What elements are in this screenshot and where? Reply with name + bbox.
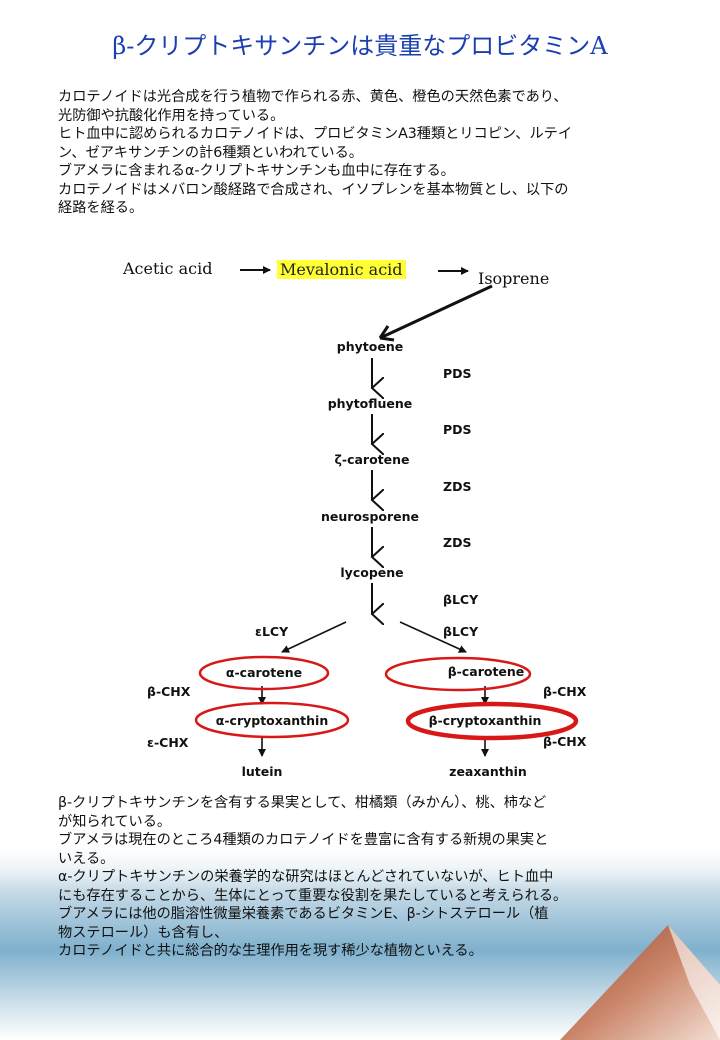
page-title: β-クリプトキサンチンは貴重なプロビタミンA [112,32,608,60]
alpha-cryptoxanthin-label: α-cryptoxanthin [215,713,329,728]
enzyme-blcy-label: βLCY [443,624,479,639]
circle-alpha-cryptoxanthin [194,701,350,739]
lycopene-label: lycopene [340,565,404,580]
closing-line: ブアメラは現在のところ4種類のカロテノイドを豊富に含有する新規の果実と [58,832,549,848]
beta-carotene-label: β-carotene [447,664,525,679]
intro-line: 光防御や抗酸化作用を持っている。 [58,107,285,124]
enzyme-bchx-label: β-CHX [543,684,587,699]
circle-alpha-carotene [198,655,330,691]
enzyme-bchx-label: β-CHX [147,684,191,699]
enzyme-elcy-label: εLCY [255,624,289,639]
arrow-branch-left [281,621,347,653]
intro-line: カロテノイドはメバロン酸経路で合成され、イソプレンを基本物質とし、以下の [58,181,569,198]
closing-line: ブアメラには他の脂溶性微量栄養素であるビタミンE、β-シトステロール（植 [58,906,549,922]
closing-line: が知られている。 [58,813,172,830]
intro-line: カロテノイドは光合成を行う植物で作られる赤、黄色、橙色の天然色素であり、 [58,89,568,105]
enzyme-pds-label: PDS [443,422,472,437]
zeaxanthin-label: zeaxanthin [449,764,527,779]
mevalonic-acid-label: Mevalonic acid [277,260,406,279]
lutein-label: lutein [241,764,283,779]
enzyme-pds-label: PDS [443,366,472,381]
enzyme-zds-label: ZDS [443,479,472,494]
arrow-isoprene-to-phytoene [378,284,493,342]
enzyme-zds-label: ZDS [443,535,472,550]
intro-line: ブアメラに含まれるα-クリプトキサンチンも血中に存在する。 [58,163,455,179]
acetic-acid-label: Acetic acid [123,259,213,278]
intro-line: ヒト血中に認められるカロテノイドは、プロビタミンA3種類とリコピン、ルテイ [58,126,573,142]
closing-line: カロテノイドと共に総合的な生理作用を現す稀少な植物といえる。 [58,943,483,959]
closing-line: にも存在することから、生体にとって重要な役割を果たしていると考えられる。 [58,887,568,904]
intro-line: ン、ゼアキサンチンの計6種類といわれている。 [58,144,363,161]
closing-line: α-クリプトキサンチンの栄養学的な研究はほとんどされていないが、ヒト血中 [58,869,554,885]
intro-paragraph: カロテノイドは光合成を行う植物で作られる赤、黄色、橙色の天然色素であり、 光防御… [58,88,698,218]
intro-line: 経路を経る。 [58,200,144,216]
zeta-carotene-label: ζ-carotene [334,452,410,467]
phytoene-label: phytoene [336,339,404,354]
enzyme-bchx-label: β-CHX [543,734,587,749]
circle-beta-cryptoxanthin [405,701,579,741]
arrow-branch-right [399,621,467,653]
closing-paragraph: β-クリプトキサンチンを含有する果実として、柑橘類（みかん）、桃、柿など が知ら… [58,794,698,961]
beta-cryptoxanthin-label: β-cryptoxanthin [428,713,542,728]
enzyme-blcy-label: βLCY [443,592,479,607]
alpha-carotene-label: α-carotene [225,665,303,680]
isoprene-label: Isoprene [478,269,550,288]
closing-line: β-クリプトキサンチンを含有する果実として、柑橘類（みかん）、桃、柿など [58,795,547,811]
closing-line: いえる。 [58,850,115,867]
circle-beta-carotene [384,656,532,692]
phytofluene-label: phytofluene [327,396,413,411]
neurosporene-label: neurosporene [320,509,420,524]
enzyme-echx-label: ε-CHX [147,735,189,750]
closing-line: 物ステロール）も含有し、 [58,924,229,941]
